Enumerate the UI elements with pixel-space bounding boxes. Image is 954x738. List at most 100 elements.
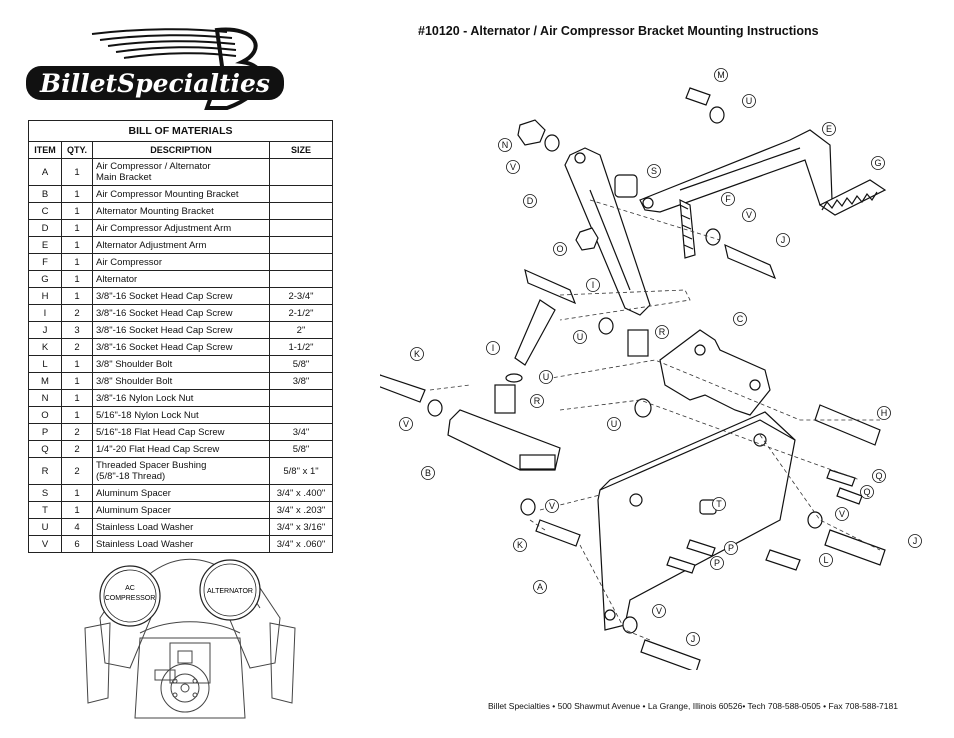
callout-label: S [651,166,657,176]
qty-cell: 1 [61,270,93,288]
compressor-label: COMPRESSOR [105,595,156,602]
column-header-description: DESCRIPTION [92,141,270,159]
description-cell: 3/8"-16 Socket Head Cap Screw [92,321,270,339]
description-line: Aluminum Spacer [96,504,171,516]
description-cell: Air Compressor Mounting Bracket [92,185,270,203]
description-cell: Alternator [92,270,270,288]
footer-contact-info: Billet Specialties • 500 Shawmut Avenue … [488,701,898,711]
qty-cell: 1 [61,158,93,186]
callout-label: T [716,499,722,509]
size-cell: 3/4" x 3/16" [269,518,333,536]
callout-label: J [781,235,786,245]
callout-circle [607,417,621,431]
item-cell: Q [28,440,62,458]
column-header-item: ITEM [28,141,62,159]
callout-label: K [414,349,420,359]
description-line: Stainless Load Washer [96,538,194,550]
description-line: 3/8"-16 Socket Head Cap Screw [96,341,233,353]
description-line: Alternator Adjustment Arm [96,239,207,251]
description-cell: 3/8"-16 Nylon Lock Nut [92,389,270,407]
description-cell: Air Compressor [92,253,270,271]
callout-circle [710,556,724,570]
size-cell: 5/8" [269,440,333,458]
size-cell [269,236,333,254]
description-line: (5/8"-18 Thread) [96,471,166,482]
callout-circle [513,538,527,552]
description-cell: Aluminum Spacer [92,484,270,502]
callout-circle [908,534,922,548]
qty-cell: 1 [61,372,93,390]
qty-cell: 1 [61,406,93,424]
callout-label: P [714,558,720,568]
callout-circle [573,330,587,344]
size-cell [269,202,333,220]
callout-circle [655,325,669,339]
callout-label: D [527,196,534,206]
qty-cell: 1 [61,389,93,407]
description-line: 3/8"-16 Socket Head Cap Screw [96,290,233,302]
callout-circle [647,164,661,178]
callout-label: M [717,70,725,80]
callout-circle [776,233,790,247]
description-line: Air Compressor Mounting Bracket [96,188,239,200]
qty-cell: 4 [61,518,93,536]
callout-circle [712,497,726,511]
item-cell: C [28,202,62,220]
qty-cell: 2 [61,338,93,356]
size-cell [269,219,333,237]
description-cell: Alternator Adjustment Arm [92,236,270,254]
callout-label: V [403,419,409,429]
item-cell: E [28,236,62,254]
description-cell: 5/16"-18 Nylon Lock Nut [92,406,270,424]
size-cell: 3/8" [269,372,333,390]
callout-circle [721,192,735,206]
qty-cell: 2 [61,457,93,485]
callout-circle [724,541,738,555]
item-cell: U [28,518,62,536]
callout-label: Q [875,471,882,481]
qty-cell: 1 [61,484,93,502]
description-line: Air Compressor [96,256,162,268]
callout-label: G [874,158,881,168]
callout-circle [877,406,891,420]
item-cell: O [28,406,62,424]
callout-label: E [826,124,832,134]
description-cell: 3/8"-16 Socket Head Cap Screw [92,287,270,305]
description-cell: Air Compressor Adjustment Arm [92,219,270,237]
size-cell [269,389,333,407]
description-line: 5/16"-18 Flat Head Cap Screw [96,426,225,438]
item-cell: K [28,338,62,356]
description-line: 3/8"-16 Socket Head Cap Screw [96,324,233,336]
callout-label: A [537,582,543,592]
item-cell: P [28,423,62,441]
column-header-qty: QTY. [61,141,93,159]
item-cell: D [28,219,62,237]
size-cell: 2-1/2" [269,304,333,322]
callout-circle [486,341,500,355]
size-cell [269,270,333,288]
description-cell: Alternator Mounting Bracket [92,202,270,220]
description-line: Aluminum Spacer [96,487,171,499]
callout-label: K [517,540,523,550]
description-line: Main Bracket [96,172,152,183]
callout-label: R [659,327,666,337]
callout-circle [742,208,756,222]
callout-label: V [549,501,555,511]
callout-circle [498,138,512,152]
logo-text: BilletSpecialties [39,69,270,98]
description-cell: Stainless Load Washer [92,518,270,536]
qty-cell: 2 [61,440,93,458]
